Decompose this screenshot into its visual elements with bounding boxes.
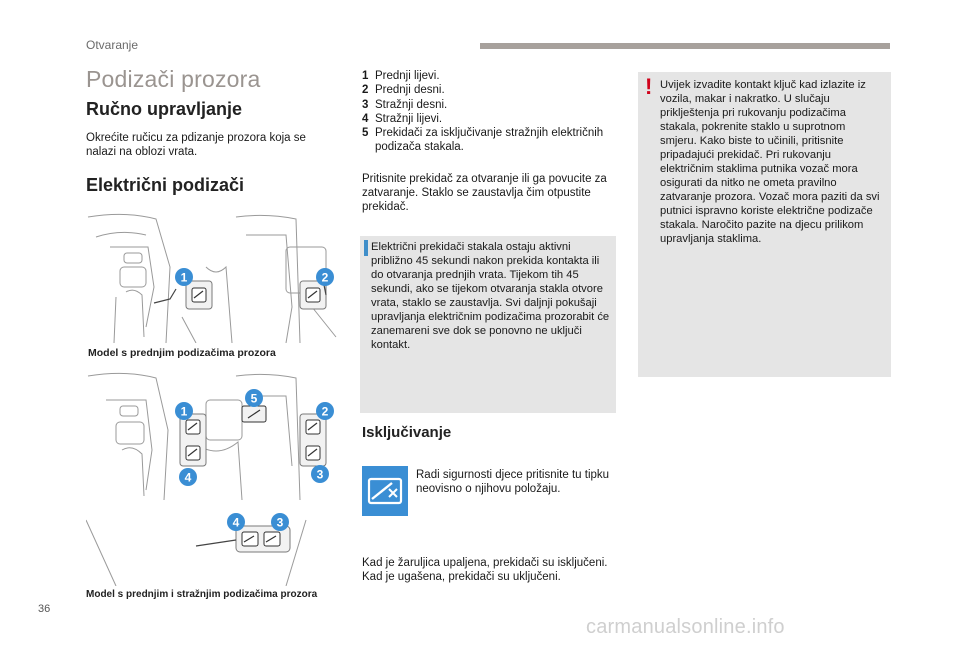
warning-box (638, 72, 891, 377)
deactivation-heading: Isključivanje (362, 424, 452, 441)
marker-4 (179, 468, 197, 486)
marker-3-rear (271, 513, 289, 531)
marker-3-label: 3 (317, 468, 324, 482)
warning-text: Uvijek izvadite kontakt ključ kad izlazi… (660, 79, 880, 245)
press-instructions: Pritisnite prekidač za otvaranje ili ga … (362, 173, 607, 213)
front-rear-windows-illustration: 5 1 2 4 3 4 3 (86, 370, 342, 586)
watermark: carmanualsonline.info (586, 616, 785, 638)
manual-heading: Ručno upravljanje (86, 99, 243, 119)
marker-1 (175, 402, 193, 420)
info-text: Električni prekidači stakala ostaju akti… (371, 241, 610, 351)
marker-2 (316, 402, 334, 420)
front-windows-illustration: 1 2 (86, 207, 342, 343)
ignition-text: Kad je žaruljica upaljena, prekidači su … (362, 557, 608, 583)
marker-5-label: 5 (251, 392, 258, 406)
marker-1 (175, 268, 193, 286)
marker-2-label: 2 (322, 405, 329, 419)
marker-4-label: 4 (185, 471, 192, 485)
marker-5 (245, 389, 263, 407)
deactivation-text: Radi sigurnosti djece pritisnite tu tipk… (416, 469, 610, 495)
figure-2-caption: Model s prednjim i stražnjim podizačima … (86, 589, 318, 600)
info-box (360, 236, 616, 413)
marker-2-label: 2 (322, 271, 329, 285)
header-divider-bar (480, 43, 890, 49)
marker-3 (311, 465, 329, 483)
section-label: Otvaranje (86, 38, 139, 52)
electric-heading: Električni podizači (86, 175, 245, 195)
info-icon (364, 240, 368, 256)
marker-1-label: 1 (181, 271, 188, 285)
marker-1-label: 1 (181, 405, 188, 419)
warning-exclamation-icon: ! (645, 74, 653, 99)
page-number: 36 (38, 603, 51, 615)
figure-1-caption: Model s prednjim podizačima prozora (88, 347, 276, 359)
page-title: Podizači prozora (86, 66, 261, 92)
marker-3-rear-label: 3 (277, 516, 284, 530)
marker-2 (316, 268, 334, 286)
marker-4-rear (227, 513, 245, 531)
marker-4-rear-label: 4 (233, 516, 240, 530)
window-lock-switch-icon (362, 466, 408, 516)
manual-text: Okrećite ručicu za pdizanje prozora koja… (86, 132, 306, 158)
